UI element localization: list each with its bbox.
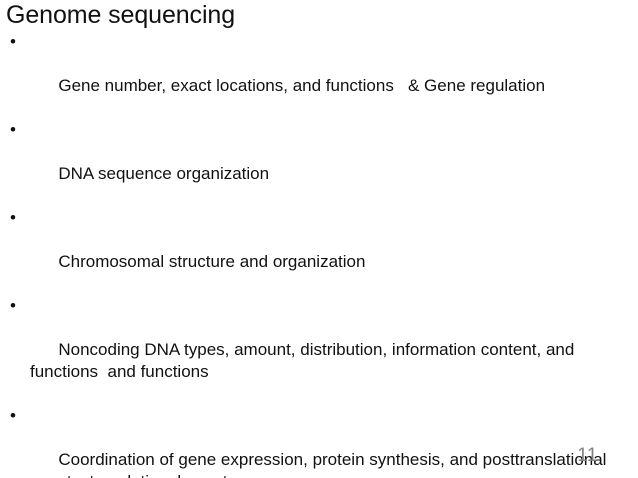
page-title: Genome sequencing — [6, 1, 236, 29]
list-item-label: Noncoding DNA types, amount, distributio… — [30, 340, 580, 381]
list-item: • Chromosomal structure and organization — [0, 207, 638, 295]
list-item: • Gene number, exact locations, and func… — [0, 31, 638, 119]
list-item: • DNA sequence organization — [0, 119, 638, 207]
list-item: • Coordination of gene expression, prote… — [0, 405, 638, 478]
bullet-point-icon: • — [10, 296, 16, 315]
list-item-label: DNA sequence organization — [58, 164, 270, 183]
page-number: 11 — [577, 445, 598, 466]
bullet-point-icon: • — [10, 120, 16, 139]
list-item-label: Chromosomal structure and organization — [58, 252, 366, 271]
bullet-point-icon: • — [10, 208, 16, 227]
bullet-point-icon: • — [10, 32, 16, 51]
list-item-label: Gene number, exact locations, and functi… — [58, 76, 546, 95]
list-item: • Noncoding DNA types, amount, distribut… — [0, 295, 638, 405]
bullet-list: • Gene number, exact locations, and func… — [0, 31, 638, 478]
bullet-point-icon: • — [10, 406, 16, 425]
list-item-label: Coordination of gene expression, protein… — [30, 450, 607, 478]
